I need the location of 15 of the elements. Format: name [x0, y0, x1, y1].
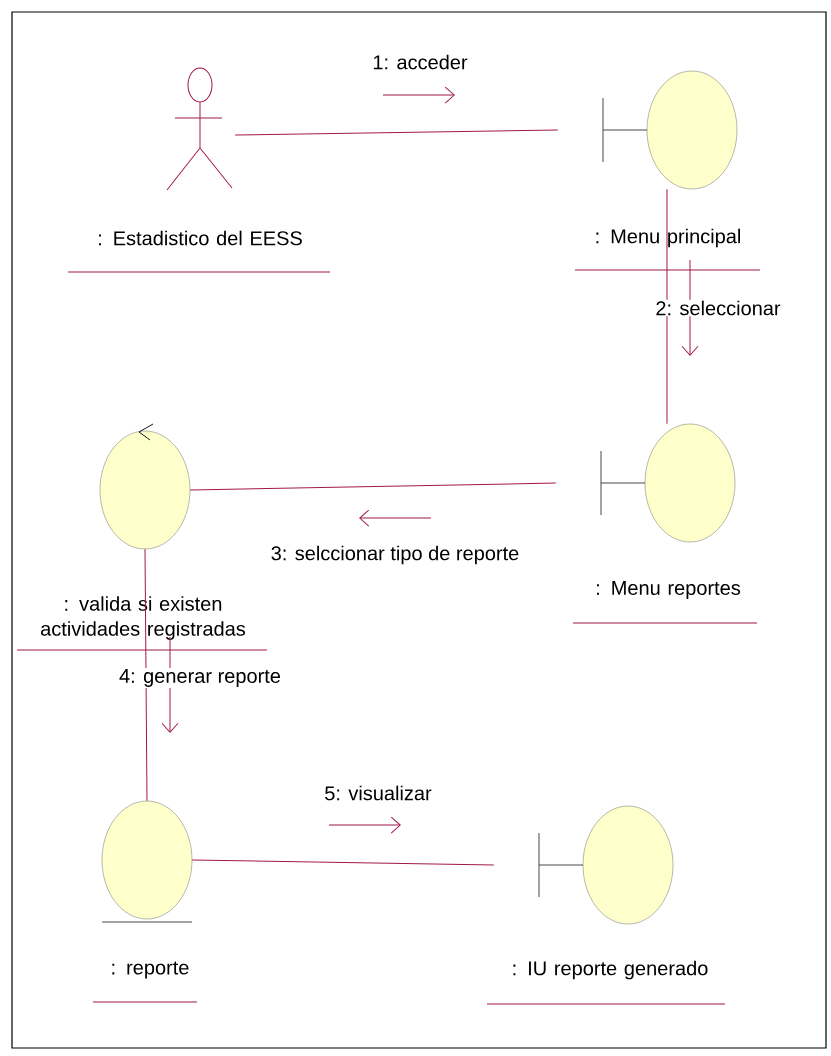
link-line [144, 548, 148, 802]
object-name: : IU reporte generado [486, 960, 726, 1005]
link-line [191, 859, 495, 866]
message-label: 4: generar reporte [118, 668, 282, 688]
message-label: 1: acceder [371, 53, 469, 71]
link-line [234, 129, 559, 136]
object-name: : Estadistico del EESS [67, 230, 331, 273]
message-label: 2: seleccionar [654, 299, 782, 317]
message-label: 5: visualizar [323, 784, 433, 802]
object-name: : reporte [92, 961, 198, 1003]
object-name: : Menu principal [574, 228, 761, 271]
message-label: 3: selccionar tipo de reporte [269, 544, 521, 566]
link-line [666, 188, 668, 425]
link-line [189, 482, 557, 491]
object-name: : Menu reportes [572, 581, 758, 624]
